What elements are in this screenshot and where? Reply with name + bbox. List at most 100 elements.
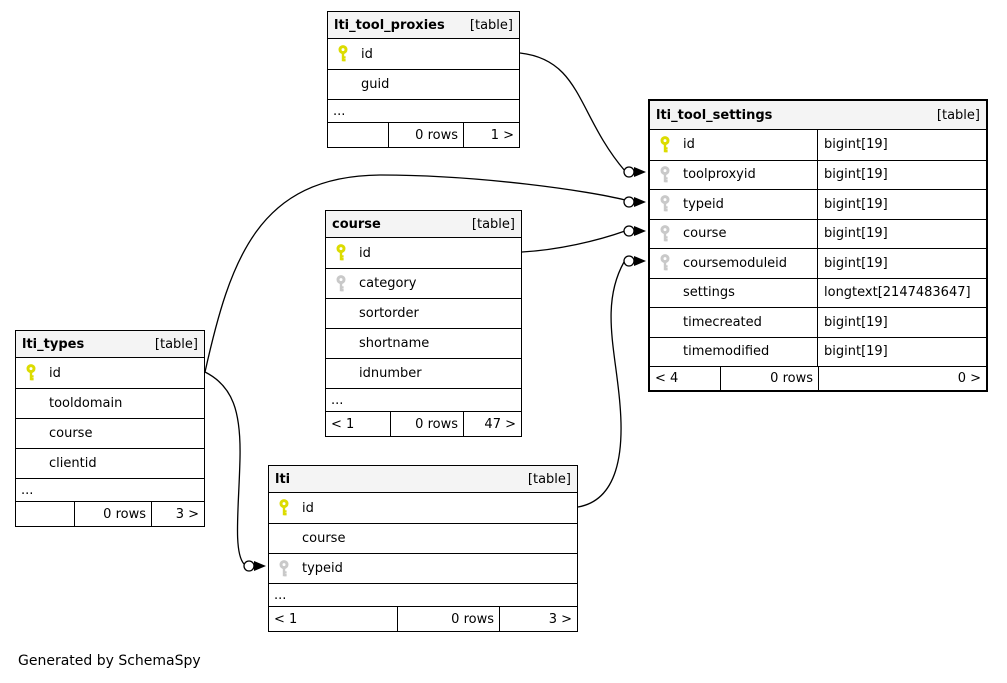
footer-cell: 1 > (463, 123, 519, 147)
footer-cell: 0 rows (397, 607, 499, 631)
relationship-arrowhead (634, 197, 646, 207)
column-name: timecreated (683, 314, 762, 330)
column-name-cell: course (269, 524, 577, 553)
column-name: id (683, 137, 695, 153)
column-name: typeid (683, 196, 724, 212)
column-name: shortname (359, 336, 430, 351)
column-row: typeid (269, 553, 577, 583)
column-row: toolproxyid bigint[19] (650, 159, 986, 189)
table-tag: [table] (936, 107, 980, 123)
footer-cell: < 4 (655, 371, 679, 386)
column-name: id (49, 365, 61, 381)
footer-cell (328, 123, 388, 147)
relationship-line (204, 371, 245, 565)
column-row: timecreated bigint[19] (650, 307, 986, 337)
primary-key-icon (279, 499, 289, 516)
footer-cell: 47 > (463, 412, 521, 436)
column-name: idnumber (359, 366, 422, 381)
footer-cell (16, 502, 74, 526)
column-row: shortname (326, 328, 521, 358)
footer-cell: < 1 (274, 611, 298, 627)
more-columns-row: ... (326, 388, 521, 411)
footer-cell: 0 rows (74, 502, 151, 526)
relationship-arrowhead (634, 256, 646, 266)
column-type: bigint[19] (824, 344, 888, 360)
column-name-cell: sortorder (326, 299, 521, 328)
relationship-endpoint-circle (623, 196, 635, 208)
column-name: guid (361, 77, 390, 92)
table-tag: [table] (154, 336, 198, 352)
more-columns-row: ... (328, 99, 519, 122)
relationship-line (577, 261, 625, 508)
footer-cell: 0 rows (390, 412, 463, 436)
column-name-cell: typeid (650, 190, 818, 219)
column-type: bigint[19] (824, 314, 888, 330)
column-type: bigint[19] (824, 167, 888, 183)
table-header: lti_tool_proxies[table] (328, 12, 519, 39)
column-name-cell: timemodified (650, 337, 818, 366)
primary-key-icon (26, 364, 36, 381)
column-name-cell: timecreated (650, 308, 818, 337)
column-row: guid (328, 69, 519, 99)
relationship-arrowhead (254, 561, 266, 571)
column-name-cell: idnumber (326, 359, 521, 388)
primary-key-icon (338, 45, 348, 62)
column-name: course (302, 531, 346, 546)
column-name-cell: id (328, 39, 519, 69)
table-header: course [table] (326, 211, 521, 238)
footer-cell: < 1 (331, 416, 355, 432)
table-name[interactable]: lti_tool_proxies (334, 17, 445, 33)
column-name: typeid (302, 561, 343, 576)
column-name-cell: id (650, 130, 818, 160)
relationship-line (519, 52, 626, 172)
relationship-arrowhead (634, 167, 646, 177)
footer-cell: 0 rows (720, 367, 818, 390)
more-columns-row: ... (269, 583, 577, 606)
table-name[interactable]: lti_tool_settings (656, 107, 773, 123)
relationship-line (204, 174, 626, 373)
column-name-cell: id (326, 238, 521, 268)
column-name-cell: tooldomain (16, 389, 204, 418)
column-name-cell: course (650, 219, 818, 248)
column-name: id (361, 46, 373, 62)
foreign-key-icon (660, 254, 670, 271)
column-row: course (269, 523, 577, 553)
column-name-cell: shortname (326, 329, 521, 358)
column-name: timemodified (683, 344, 770, 360)
column-row: timemodified bigint[19] (650, 336, 986, 366)
column-row: id (16, 358, 204, 388)
column-name: sortorder (359, 306, 419, 321)
table-name[interactable]: lti (275, 471, 291, 487)
column-row: course (16, 418, 204, 448)
more-columns-row: ... (16, 478, 204, 501)
column-type: bigint[19] (824, 255, 888, 271)
table-name[interactable]: lti_types (22, 336, 85, 352)
footer-cell: 3 > (499, 607, 577, 631)
column-name: course (683, 226, 727, 242)
footer-cell: 0 rows (388, 123, 463, 147)
column-name: settings (683, 285, 735, 301)
table-tag: [table] (471, 216, 515, 232)
column-name: toolproxyid (683, 167, 756, 183)
column-name-cell: settings (650, 278, 818, 307)
column-name: id (359, 245, 371, 261)
column-row: id (328, 39, 519, 69)
primary-key-icon (336, 244, 346, 261)
table-header: lti_tool_settings [table] (650, 101, 986, 130)
table-name[interactable]: course (332, 216, 381, 232)
relationship-arrowhead (634, 226, 646, 236)
column-name: id (302, 500, 314, 516)
generated-by-note: Generated by SchemaSpy (18, 653, 201, 669)
column-type: longtext[2147483647] (824, 285, 971, 301)
